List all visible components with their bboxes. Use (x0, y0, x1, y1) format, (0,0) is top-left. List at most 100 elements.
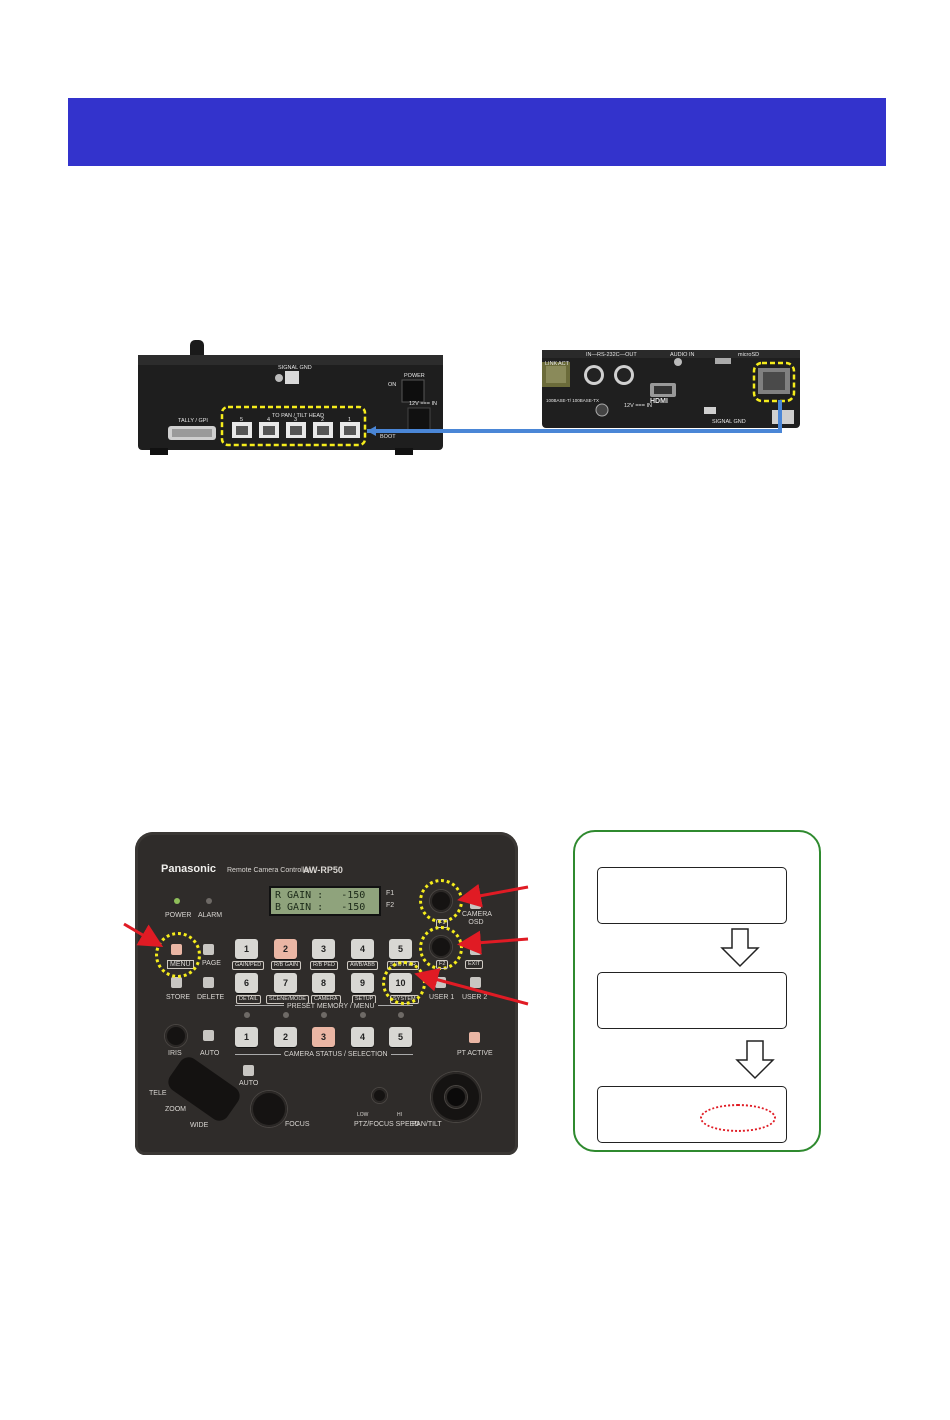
exit-button[interactable] (470, 944, 481, 955)
preset-key-5[interactable]: 5 (389, 939, 412, 959)
highlight-menu (155, 932, 201, 978)
label-page: PAGE (202, 960, 221, 967)
port-number: 1 (348, 417, 351, 423)
label-power: POWER (404, 373, 425, 379)
label-audio-in: AUDIO IN (670, 352, 694, 358)
store-button[interactable] (171, 977, 182, 988)
label-pt-active: PT ACTIVE (457, 1050, 493, 1057)
camera-status-led (283, 1012, 289, 1018)
camera-select-4[interactable]: 4 (351, 1027, 374, 1047)
label-camera-status-selection: CAMERA STATUS / SELECTION (281, 1051, 391, 1058)
camera-select-5[interactable]: 5 (389, 1027, 412, 1047)
port-number: 5 (240, 417, 243, 423)
lcd-line-2: B GAIN : -150 (275, 902, 366, 913)
lcd-f2-tag: F2 (386, 902, 395, 909)
port-number: 3 (294, 417, 297, 423)
preset-key-9[interactable]: 9 (351, 973, 374, 993)
delete-button[interactable] (203, 977, 214, 988)
label-boot: BOOT (380, 434, 396, 440)
label-dc-in: 12V === IN (409, 401, 437, 407)
down-arrow-icon (720, 928, 760, 968)
lcd-line-1: R GAIN : -150 (275, 890, 366, 901)
camera-status-led (360, 1012, 366, 1018)
preset-label: R/B GAIN (271, 961, 302, 970)
cable-arrow-head (367, 426, 376, 436)
down-arrow-icon (735, 1040, 775, 1080)
label-to-pan-tilt-head: TO PAN / TILT HEAD (272, 413, 324, 419)
camera-status-led (398, 1012, 404, 1018)
highlight-f1-dial (419, 879, 463, 923)
label-on: ON (388, 382, 396, 388)
label-f2: F2 (436, 960, 449, 969)
preset-key-4[interactable]: 4 (351, 939, 374, 959)
highlight-pan-tilt-ports (220, 405, 367, 447)
iris-auto-button[interactable] (203, 1030, 214, 1041)
label-power: POWER (165, 912, 192, 919)
label-focus-auto: AUTO (239, 1080, 259, 1087)
camera-select-3[interactable]: 3 (312, 1027, 335, 1047)
section-header-bar (68, 98, 886, 166)
label-preset-memory-menu: PRESET MEMORY / MENU (284, 1003, 378, 1010)
camera-select-1[interactable]: 1 (235, 1027, 258, 1047)
camera-osd-button[interactable] (470, 898, 481, 909)
highlight-value-oval (700, 1104, 776, 1132)
model-name: AW-RP50 (303, 865, 343, 875)
power-led (174, 898, 180, 904)
camera-rear-panel (542, 350, 800, 428)
camera-status-led (244, 1012, 250, 1018)
highlight-system-key (382, 961, 426, 1005)
lan-cable (367, 400, 782, 433)
label-wide: WIDE (190, 1122, 209, 1129)
label-ptz-focus-speed: PTZ/FOCUS SPEED (354, 1121, 420, 1128)
label-pan-tilt: PAN/TILT (412, 1121, 442, 1128)
alarm-led (206, 898, 212, 904)
ptz-speed-dial[interactable] (372, 1088, 387, 1103)
preset-label: AWB/ABB (347, 961, 378, 970)
lcd-f1-tag: F1 (386, 890, 395, 897)
label-user-2: USER 2 (462, 994, 488, 1001)
joystick-head[interactable] (445, 1086, 467, 1108)
label-store: STORE (166, 994, 190, 1001)
user-2-button[interactable] (470, 977, 481, 988)
preset-label: DETAIL (236, 995, 261, 1004)
flow-step-2 (597, 972, 787, 1029)
port-number: 4 (267, 417, 270, 423)
pt-active-button[interactable] (469, 1032, 480, 1043)
camera-select-2[interactable]: 2 (274, 1027, 297, 1047)
label-act: ACT (558, 361, 570, 367)
product-name: Remote Camera Controller (227, 867, 311, 874)
flow-step-1 (597, 867, 787, 924)
label-delete: DELETE (197, 994, 225, 1001)
brand-logo: Panasonic (161, 863, 217, 875)
user-1-button[interactable] (435, 977, 446, 988)
label-iris-auto: AUTO (200, 1050, 220, 1057)
focus-auto-button[interactable] (243, 1065, 254, 1076)
label-lan-spec: 100BASE-T/ 100BASE-TX (546, 398, 599, 403)
controller-rear-panel (138, 340, 443, 455)
label-exit: EXIT (465, 960, 484, 969)
label-focus: FOCUS (285, 1121, 310, 1128)
preset-key-2[interactable]: 2 (274, 939, 297, 959)
preset-key-6[interactable]: 6 (235, 973, 258, 993)
preset-key-7[interactable]: 7 (274, 973, 297, 993)
remote-camera-controller: Panasonic Remote Camera Controller AW-RP… (135, 832, 518, 1155)
page-button[interactable] (203, 944, 214, 955)
iris-dial[interactable] (165, 1025, 187, 1047)
label-user-1: USER 1 (429, 994, 455, 1001)
label-camera-dc-in: 12V === IN (624, 403, 652, 409)
lcd-display: R GAIN : -150 B GAIN : -150 (269, 886, 381, 916)
preset-label: R/B PED (310, 961, 339, 970)
label-hi: HI (397, 1112, 402, 1118)
label-alarm: ALARM (198, 912, 223, 919)
highlight-camera-lan-port (752, 361, 796, 403)
label-camera-osd: CAMERA OSD (462, 911, 492, 926)
label-zoom: ZOOM (165, 1106, 186, 1113)
focus-dial[interactable] (251, 1091, 287, 1127)
zoom-lever[interactable] (164, 1053, 244, 1125)
preset-key-3[interactable]: 3 (312, 939, 335, 959)
preset-key-8[interactable]: 8 (312, 973, 335, 993)
preset-key-1[interactable]: 1 (235, 939, 258, 959)
label-tele: TELE (149, 1090, 167, 1097)
label-camera-signal-gnd: SIGNAL GND (712, 419, 746, 425)
